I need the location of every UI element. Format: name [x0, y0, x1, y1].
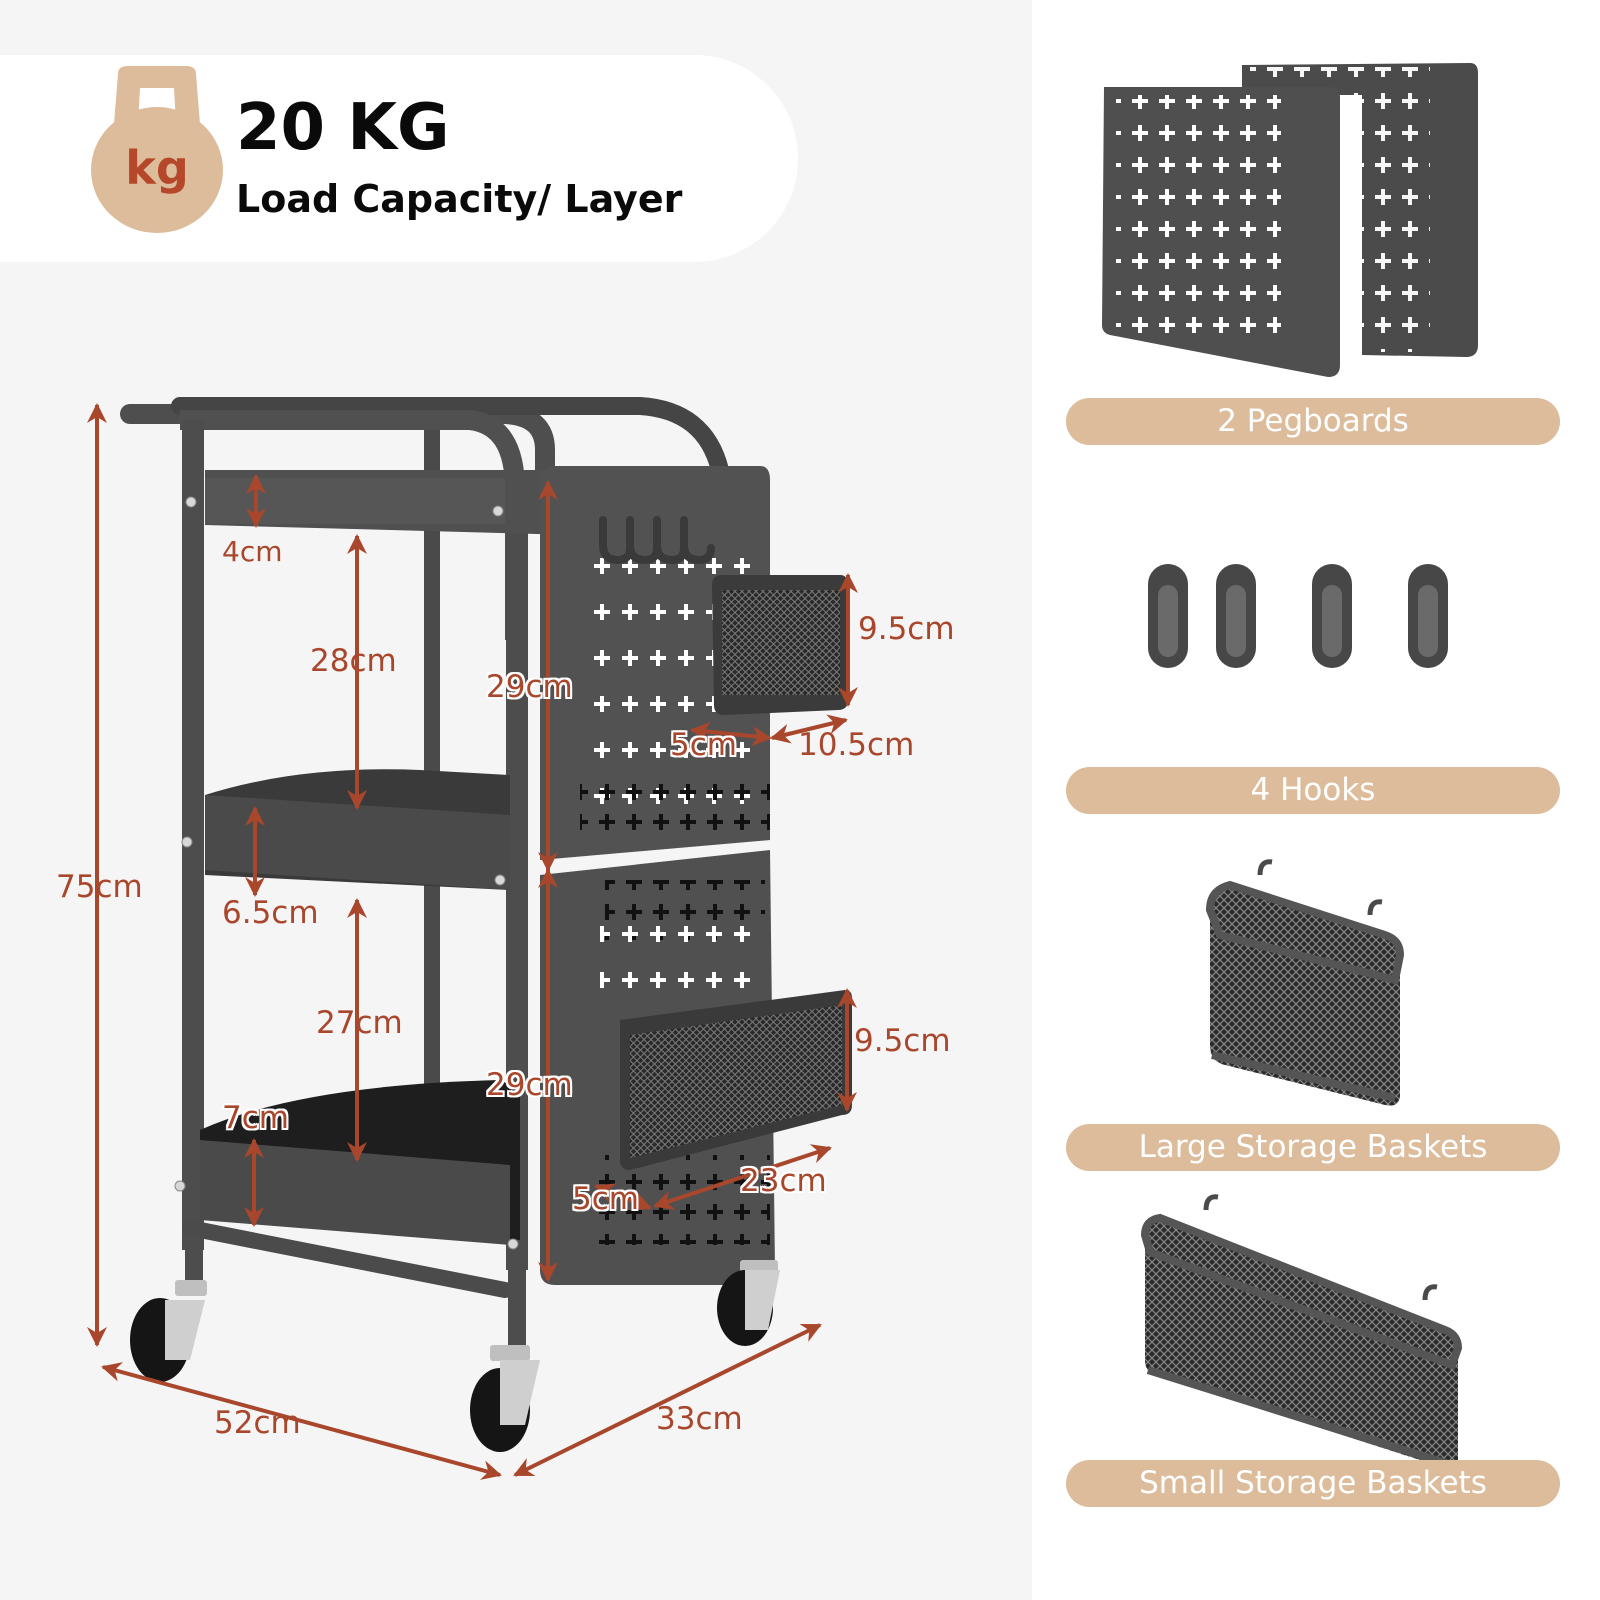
pegboard-icon	[1102, 63, 1478, 377]
dim-total-height: 75cm	[56, 869, 143, 905]
dim-upper-pegboard-height: 29cm	[486, 669, 573, 705]
dim-small-basket-width: 10.5cm	[798, 727, 915, 763]
dim-small-basket-height: 9.5cm	[858, 611, 955, 647]
dim-large-basket-height: 9.5cm	[854, 1023, 951, 1059]
capacity-label: Load Capacity/ Layer	[236, 177, 683, 221]
accessory-label-small-baskets: Small Storage Baskets	[1066, 1460, 1560, 1507]
mesh-basket-icon	[1205, 859, 1405, 1106]
dim-small-basket-depth: 5cm	[670, 727, 737, 763]
accessory-label-pegboards: 2 Pegboards	[1066, 398, 1560, 445]
capacity-value: 20 KG	[236, 91, 450, 165]
dim-top-gap: 28cm	[310, 643, 397, 679]
mesh-basket-long-icon	[1140, 1194, 1463, 1469]
cart-illustration	[87, 397, 858, 1480]
hook-icon	[1148, 564, 1448, 668]
dim-length: 52cm	[214, 1405, 301, 1441]
accessory-label-hooks: 4 Hooks	[1066, 767, 1560, 814]
kettlebell-kg-text: kg	[125, 141, 189, 195]
dim-large-basket-width: 23cm	[740, 1163, 827, 1199]
dim-lower-gap: 27cm	[316, 1005, 403, 1041]
dim-large-basket-depth: 5cm	[572, 1181, 639, 1217]
kettlebell-icon: kg	[91, 66, 223, 233]
dim-width: 33cm	[656, 1401, 743, 1437]
accessory-label-large-baskets: Large Storage Baskets	[1066, 1124, 1560, 1171]
dim-bottom-tray-depth: 7cm	[222, 1100, 289, 1136]
dim-middle-tray-depth: 6.5cm	[222, 895, 319, 931]
dim-lower-pegboard-height: 29cm	[486, 1067, 573, 1103]
dim-top-tray-depth: 4cm	[222, 535, 283, 568]
